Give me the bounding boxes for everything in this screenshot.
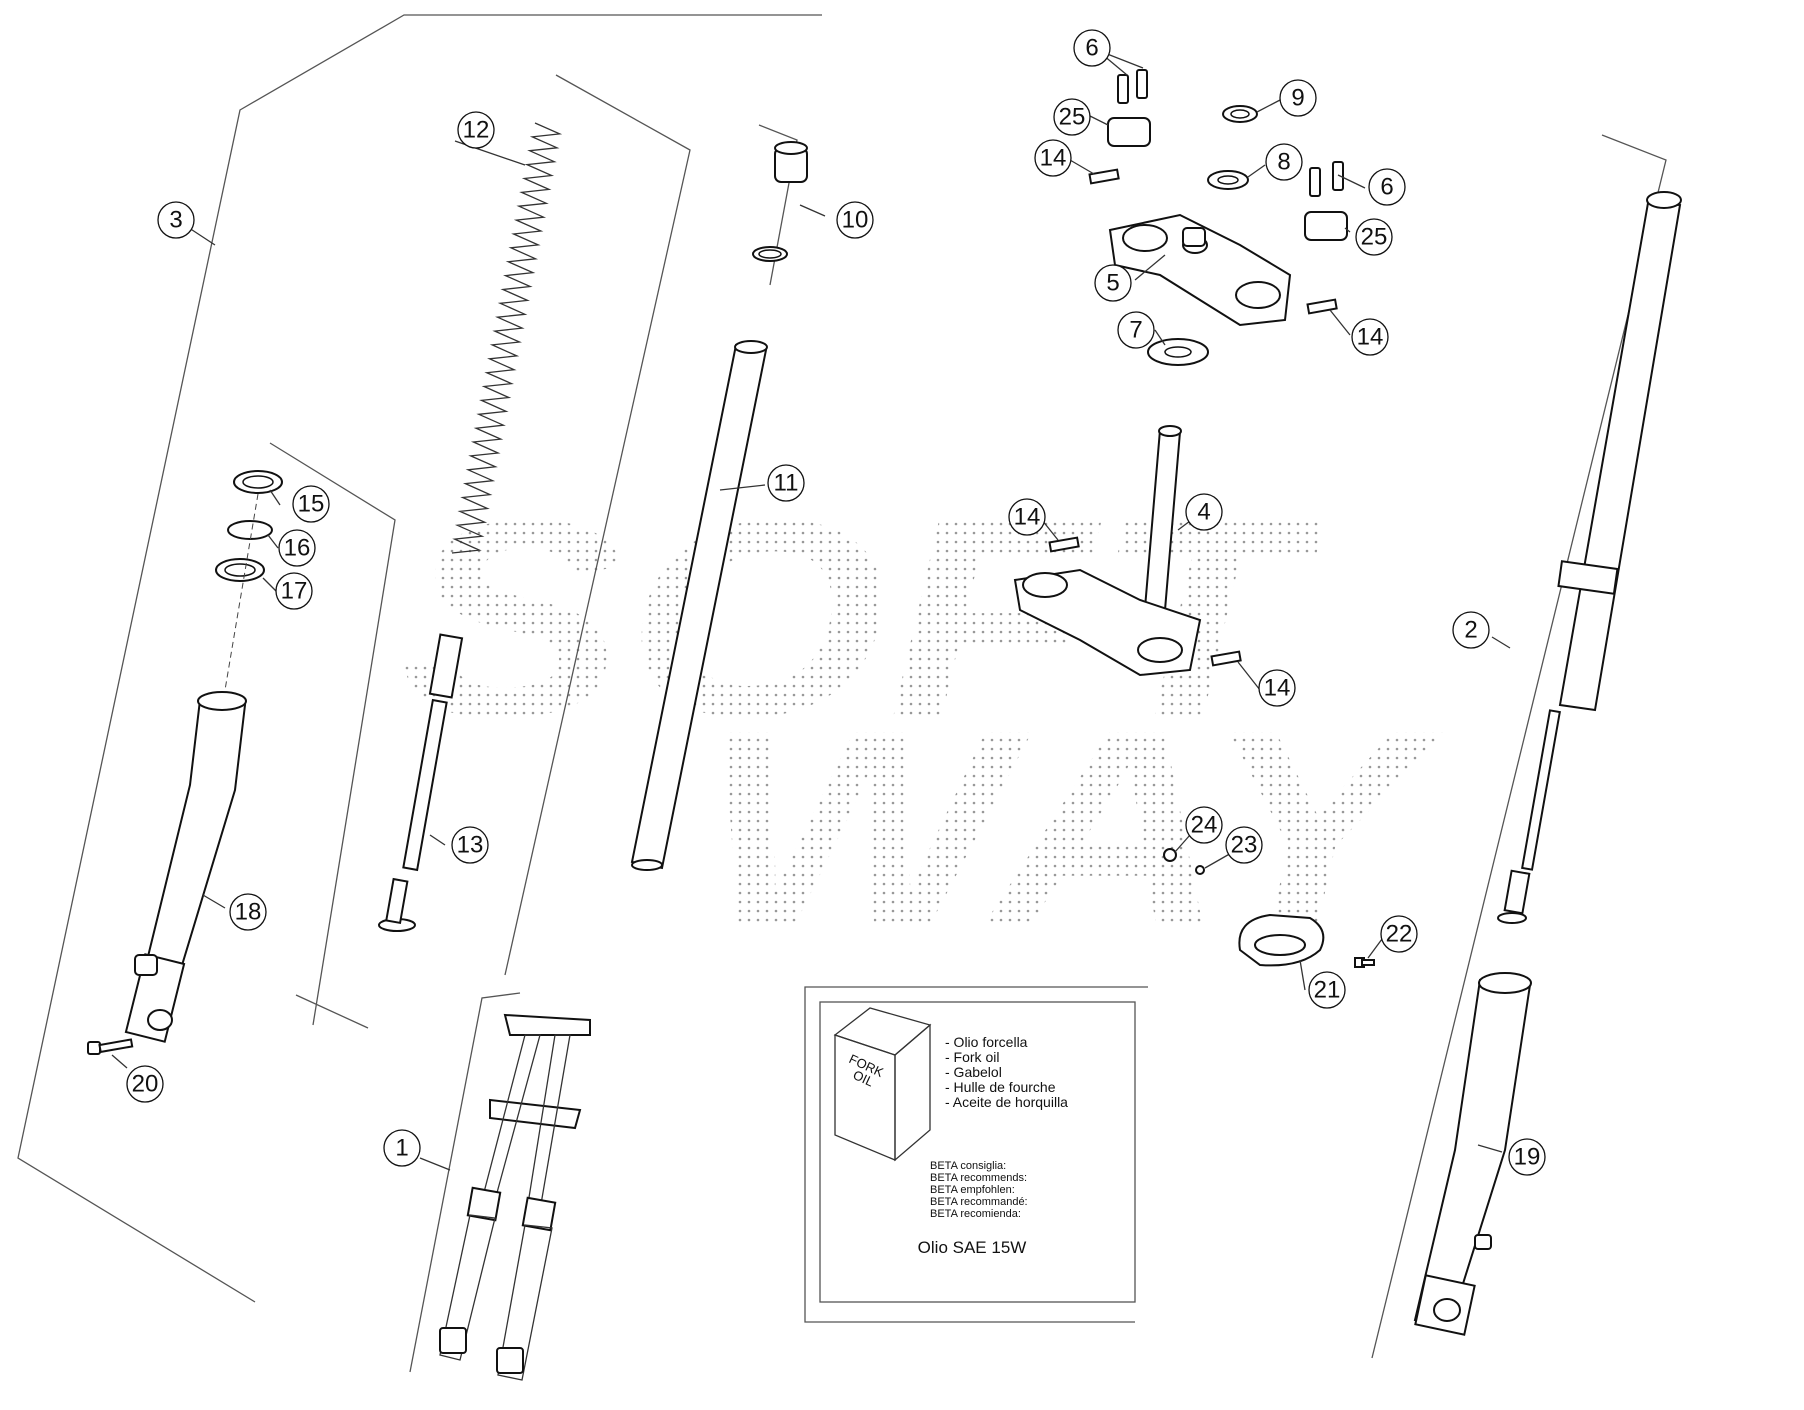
callout-number: 2 (1464, 617, 1477, 644)
recommend-fr: BETA recommandé: (930, 1196, 1028, 1208)
recommend-es: BETA recomienda: (930, 1208, 1021, 1220)
callout-25b: 25 (1355, 218, 1393, 256)
callout-8: 8 (1265, 143, 1303, 181)
callout-number: 25 (1361, 224, 1388, 251)
callout-1: 1 (383, 1129, 421, 1167)
callout-number: 5 (1106, 270, 1119, 297)
callout-number: 6 (1085, 35, 1098, 62)
callout-23: 23 (1225, 826, 1263, 864)
callout-14c: 14 (1008, 498, 1046, 536)
callout-9: 9 (1279, 79, 1317, 117)
oil-name-fr: - Hulle de fourche (945, 1079, 1056, 1095)
fork-outer-leg-left (124, 691, 247, 1043)
damper-cartridge (378, 633, 464, 932)
callout-6a: 6 (1073, 29, 1111, 67)
bracket-nut-washer (1163, 848, 1205, 875)
fork-seals (215, 470, 283, 691)
steering-bearing-cover (1147, 338, 1209, 366)
watermark-line-2: WAY (700, 673, 1447, 985)
oil-name-de: - Gabelol (945, 1064, 1002, 1080)
callout-number: 15 (298, 491, 325, 518)
callout-number: 14 (1014, 504, 1041, 531)
callout-number: 3 (169, 207, 182, 234)
fork-leg-right-assembly (1497, 191, 1682, 924)
upper-triple-clamp (1108, 213, 1292, 327)
callout-11: 11 (767, 464, 805, 502)
callout-5: 5 (1094, 264, 1132, 302)
callout-number: 17 (281, 578, 308, 605)
callout-number: 1 (395, 1135, 408, 1162)
callout-12: 12 (457, 111, 495, 149)
callout-number: 11 (774, 470, 799, 497)
callout-17: 17 (275, 572, 313, 610)
callout-number: 23 (1231, 832, 1258, 859)
callout-25a: 25 (1053, 98, 1091, 136)
callout-number: 6 (1380, 174, 1393, 201)
callout-number: 4 (1197, 499, 1210, 526)
oil-name-it: - Olio forcella (945, 1034, 1028, 1050)
callout-number: 12 (463, 117, 490, 144)
oil-spec: Olio SAE 15W (918, 1238, 1027, 1257)
callout-number: 19 (1514, 1144, 1541, 1171)
oil-info-panel: FORK OIL - Olio forcella - Fork oil - Ga… (804, 986, 1148, 1323)
complete-fork-assembly (439, 1013, 591, 1381)
callout-number: 22 (1386, 921, 1413, 948)
oil-name-es: - Aceite de horquilla (945, 1094, 1068, 1110)
callout-22: 22 (1380, 915, 1418, 953)
fork-inner-tube (630, 340, 768, 871)
callout-number: 14 (1040, 145, 1067, 172)
watermark: SOFT WAY (400, 463, 1447, 985)
fork-cap (752, 141, 808, 262)
lower-triple-clamp (1013, 425, 1202, 677)
fork-outer-leg-right (1413, 972, 1532, 1336)
callout-number: 20 (132, 1071, 159, 1098)
callout-4: 4 (1185, 493, 1223, 531)
callout-number: 25 (1059, 104, 1086, 131)
oil-name-en: - Fork oil (945, 1049, 999, 1065)
callout-14a: 14 (1034, 139, 1072, 177)
callout-20: 20 (126, 1065, 164, 1103)
callout-16: 16 (278, 529, 316, 567)
recommend-en: BETA recommends: (930, 1172, 1027, 1184)
fork-spring (451, 122, 563, 554)
callout-14b: 14 (1351, 318, 1389, 356)
callout-6b: 6 (1368, 168, 1406, 206)
callout-14d: 14 (1258, 669, 1296, 707)
callout-10: 10 (836, 201, 874, 239)
recommend-it: BETA consiglia: (930, 1160, 1006, 1172)
callout-number: 14 (1357, 324, 1384, 351)
clamp-bolts (1048, 168, 1338, 667)
callout-15: 15 (292, 485, 330, 523)
callout-18: 18 (229, 893, 267, 931)
callout-number: 8 (1277, 149, 1290, 176)
axle-bolt (87, 1038, 134, 1055)
handlebar-clamps (1107, 69, 1348, 241)
callout-number: 16 (284, 535, 311, 562)
callout-number: 7 (1129, 317, 1142, 344)
callout-24: 24 (1185, 806, 1223, 844)
recommend-de: BETA empfohlen: (930, 1184, 1015, 1196)
callout-2: 2 (1452, 611, 1490, 649)
callout-number: 13 (457, 832, 484, 859)
callout-21: 21 (1308, 971, 1346, 1009)
callout-13: 13 (451, 826, 489, 864)
callout-19: 19 (1508, 1138, 1546, 1176)
brake-hose-guide (1238, 913, 1375, 968)
callout-number: 14 (1264, 675, 1291, 702)
callout-number: 18 (235, 899, 262, 926)
callout-number: 10 (842, 207, 869, 234)
callout-number: 9 (1291, 85, 1304, 112)
stem-nut-and-washer (1207, 105, 1258, 190)
callout-3: 3 (157, 201, 195, 239)
callout-7: 7 (1117, 311, 1155, 349)
callout-labels: 1 2 3 4 5 6 6 7 8 9 10 11 12 13 14 14 14… (126, 29, 1546, 1176)
callout-number: 24 (1191, 812, 1218, 839)
leg-group-frame (17, 14, 1667, 1373)
callout-number: 21 (1314, 977, 1341, 1004)
